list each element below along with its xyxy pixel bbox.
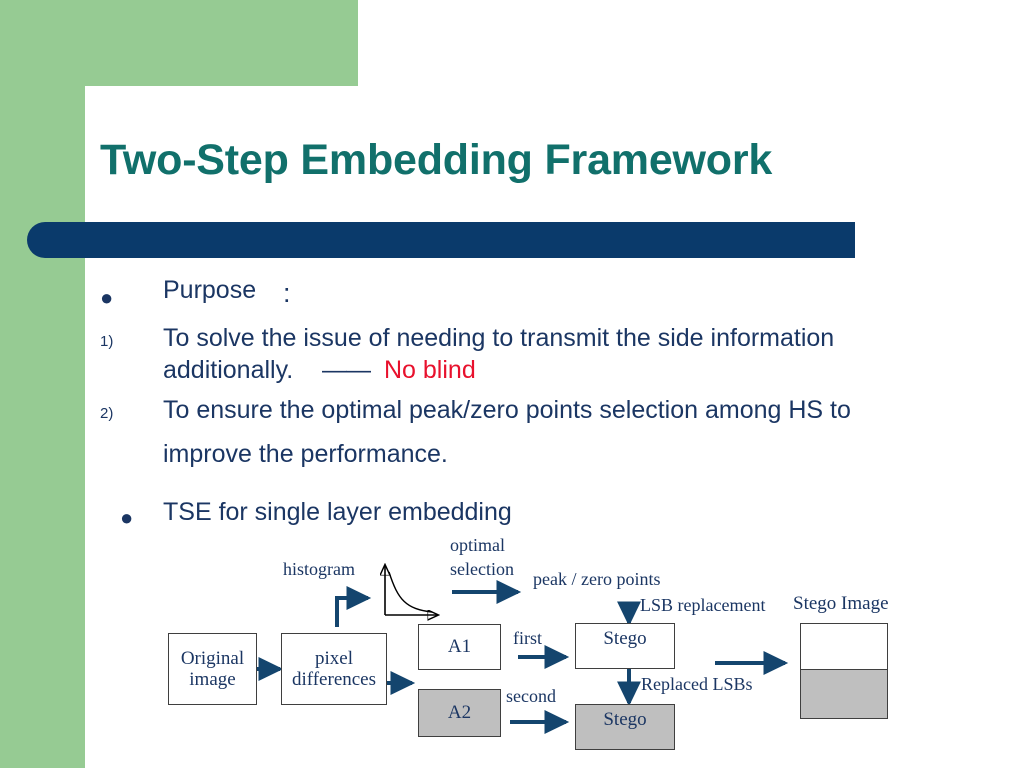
box-a1-label: A1	[447, 636, 472, 658]
green-sidebar-decoration	[0, 0, 85, 768]
stego-image-graphic	[800, 623, 888, 719]
bullet-dot-icon: ●	[120, 505, 134, 530]
box-stego-first: Stego	[575, 623, 675, 669]
label-replaced-lsbs: Replaced LSBs	[641, 674, 753, 694]
bullet-purpose-colon: :	[283, 278, 291, 308]
box-pixel-differences: pixel differences	[281, 633, 387, 705]
box-a2: A2	[418, 689, 501, 737]
bullet-purpose-label: Purpose	[163, 276, 257, 304]
numbered-item-2-line2: improve the performance.	[163, 440, 448, 468]
label-lsb-replacement: LSB replacement	[640, 595, 766, 615]
white-rounded-panel-decoration	[85, 86, 1024, 246]
bullet-dot-icon: ●	[100, 285, 114, 310]
label-peak-zero-points: peak / zero points	[533, 569, 661, 589]
label-optimal: optimal	[450, 535, 505, 555]
stego-image-top-half	[801, 624, 887, 670]
box-original-image-line2: image	[189, 669, 236, 690]
bullet-tse-label: TSE for single layer embedding	[163, 498, 512, 526]
label-histogram: histogram	[283, 559, 355, 579]
histogram-curve	[388, 571, 433, 613]
box-original-image-line1: Original	[180, 647, 245, 669]
box-a1: A1	[418, 624, 501, 670]
box-a2-label: A2	[447, 702, 472, 724]
green-header-block-decoration	[0, 0, 358, 86]
no-blind-highlight: No blind	[384, 356, 476, 384]
label-selection: selection	[450, 559, 514, 579]
label-stego-image: Stego Image	[793, 593, 889, 614]
list-number-2: 2)	[100, 405, 114, 422]
numbered-item-2-line1: To ensure the optimal peak/zero points s…	[163, 396, 851, 424]
box-stego-second: Stego	[575, 704, 675, 750]
label-first: first	[513, 628, 542, 648]
numbered-item-1-line2: additionally.	[163, 356, 294, 384]
box-stego-second-label: Stego	[603, 709, 647, 730]
stego-image-bottom-half	[801, 669, 887, 718]
slide-title: Two-Step Embedding Framework	[100, 136, 773, 184]
em-dash-separator: ——	[322, 356, 371, 384]
list-number-1: 1)	[100, 333, 114, 350]
label-second: second	[506, 686, 556, 706]
box-pixel-differences-line2: differences	[291, 669, 377, 690]
numbered-item-1-line1: To solve the issue of needing to transmi…	[163, 324, 835, 352]
box-stego-first-label: Stego	[603, 628, 647, 649]
arrow-pixel-to-histogram	[335, 586, 372, 627]
box-original-image: Original image	[168, 633, 257, 705]
navy-accent-bar-decoration	[27, 222, 855, 258]
box-pixel-differences-line1: pixel	[315, 647, 353, 669]
